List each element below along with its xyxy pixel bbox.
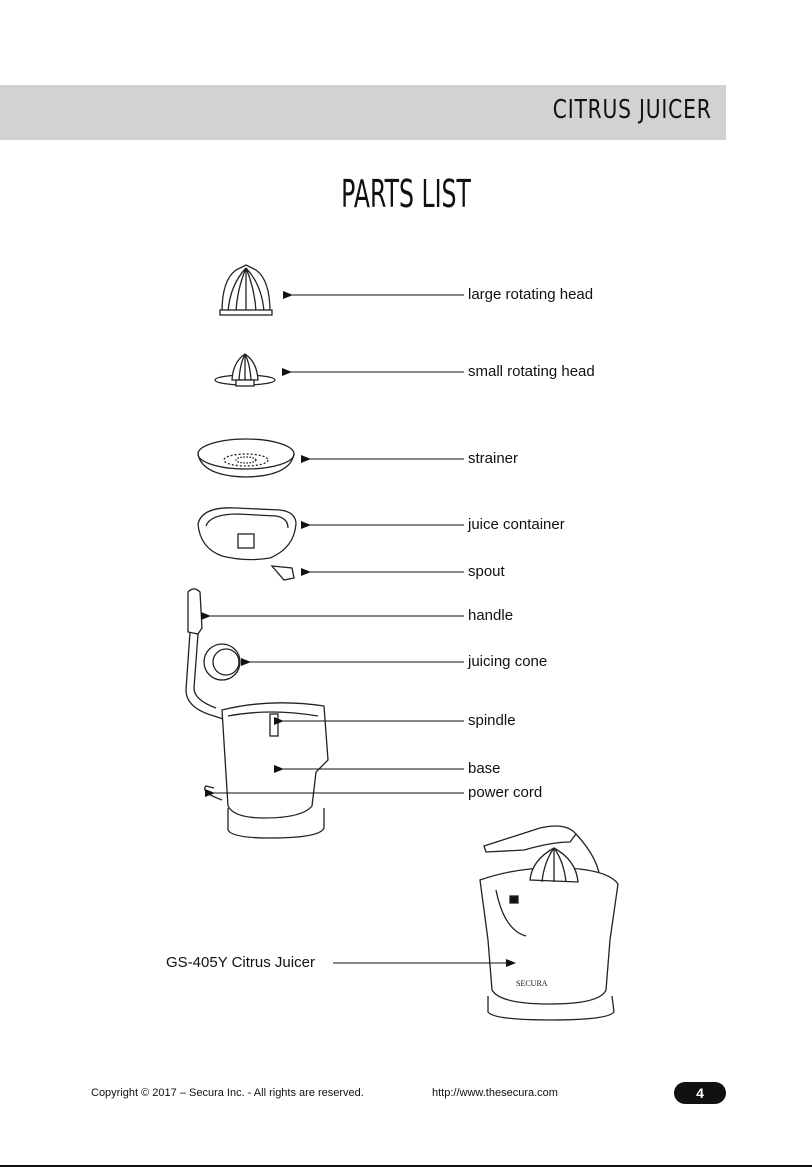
label-base: base [468,760,501,777]
juice-container-drawing [198,508,296,580]
product-brand-text: SECURA [516,979,548,988]
strainer-drawing [198,439,294,477]
label-product: GS-405Y Citrus Juicer [166,954,315,971]
label-handle: handle [468,607,513,624]
base-unit-drawing [186,589,328,838]
label-spindle: spindle [468,712,516,729]
label-juice-container: juice container [468,516,565,533]
label-strainer: strainer [468,450,518,467]
label-small-rotating-head: small rotating head [468,363,595,380]
assembled-juicer-drawing: SECURA [480,826,618,1020]
label-large-rotating-head: large rotating head [468,286,593,303]
label-juicing-cone: juicing cone [468,653,547,670]
label-spout: spout [468,563,505,580]
small-rotating-head-drawing [215,354,275,386]
footer-url[interactable]: http://www.thesecura.com [432,1087,558,1099]
large-rotating-head-drawing [220,265,272,315]
label-power-cord: power cord [468,784,542,801]
footer-copyright: Copyright © 2017 – Secura Inc. - All rig… [91,1087,364,1099]
page-number-badge: 4 [674,1082,726,1104]
leader-lines [210,295,516,967]
bottom-rule [0,1165,812,1167]
